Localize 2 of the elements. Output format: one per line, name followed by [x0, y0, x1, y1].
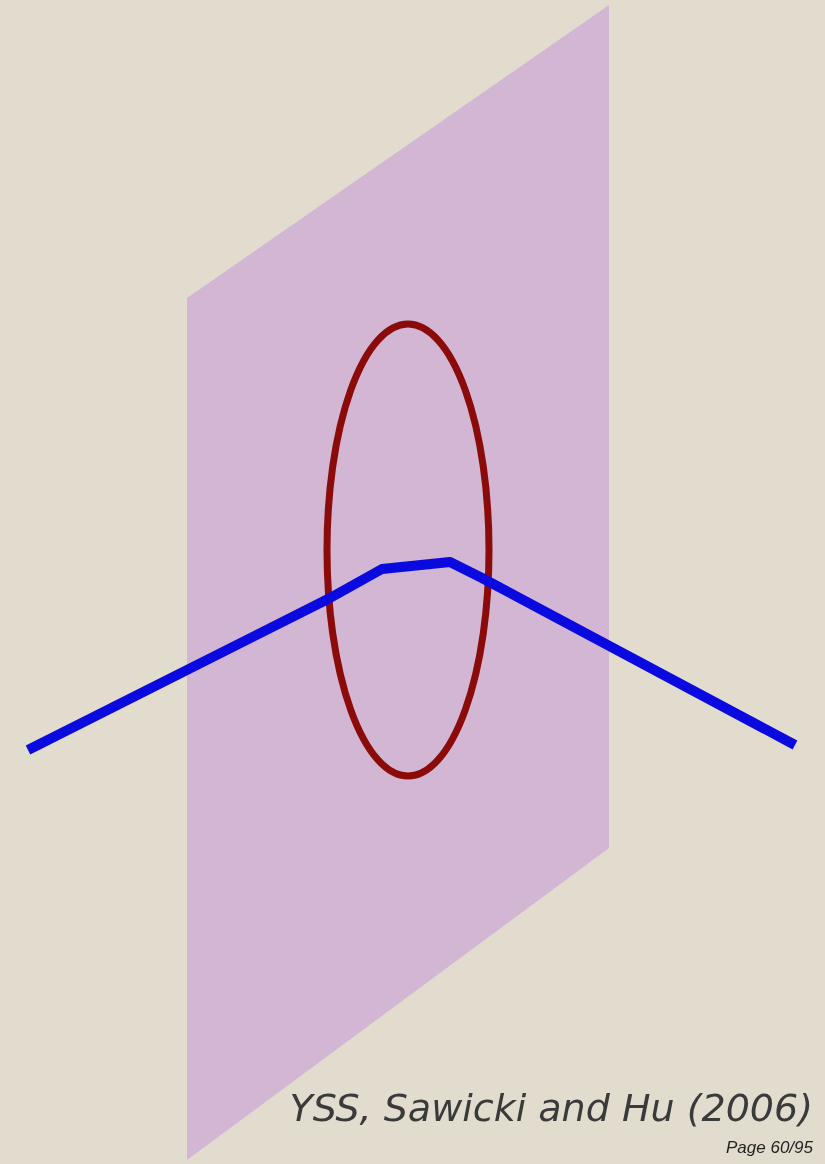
citation-text: YSS, Sawicki and Hu (2006) — [289, 1086, 813, 1130]
page-number: Page 60/95 — [726, 1138, 813, 1158]
